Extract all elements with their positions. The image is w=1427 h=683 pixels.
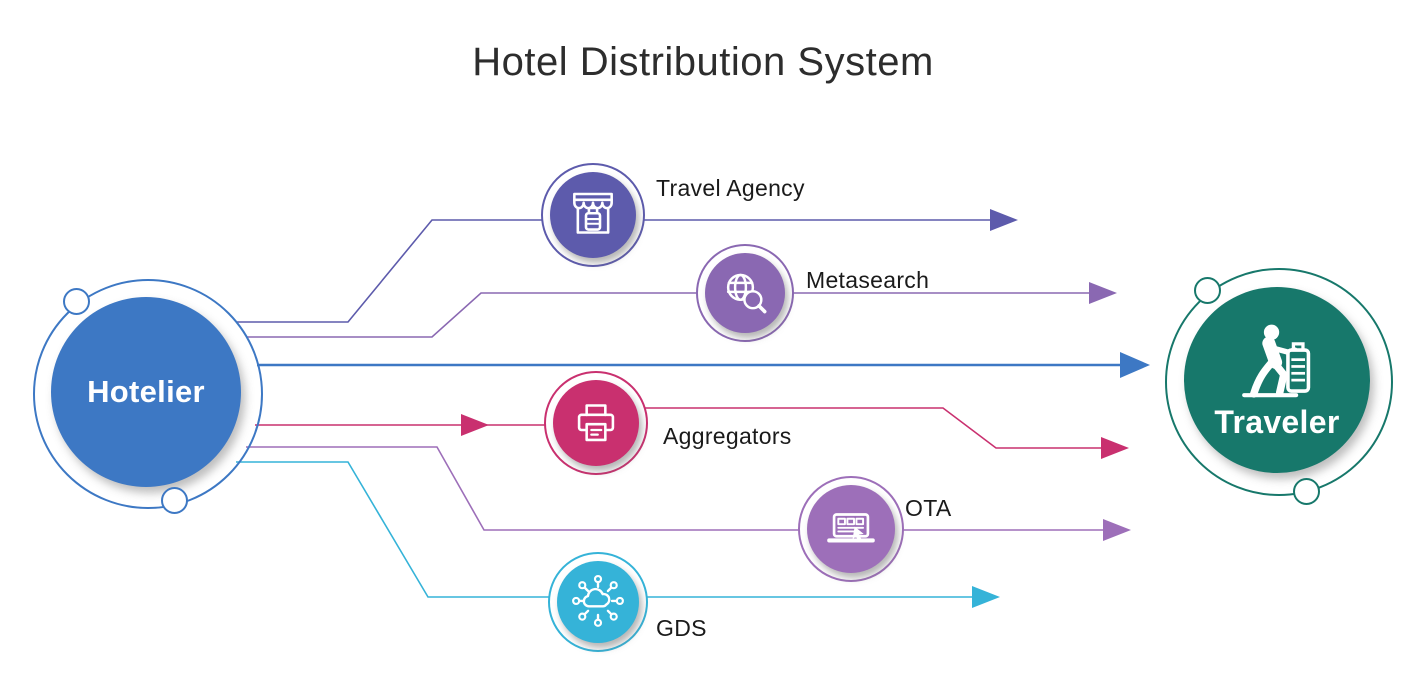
travel-agency-label: Travel Agency xyxy=(656,175,805,201)
traveler-outer-ring xyxy=(1165,268,1393,496)
storefront-icon xyxy=(573,192,613,234)
aggregators-mid-arrowhead-icon xyxy=(461,414,489,436)
ota-arrowhead-icon xyxy=(1103,519,1131,541)
travel-agency-line xyxy=(236,219,990,323)
travel-agency-arrowhead-icon xyxy=(990,209,1018,231)
aggregators-line-right xyxy=(643,407,1101,449)
metasearch-line xyxy=(246,292,1089,338)
travel-agency-node xyxy=(541,163,645,267)
page-title: Hotel Distribution System xyxy=(472,40,934,84)
hotelier-ring-dot-bottom xyxy=(161,487,188,514)
ota-node xyxy=(798,476,904,582)
aggregators-circle xyxy=(553,380,639,466)
hotelier-outer-ring xyxy=(33,279,263,509)
hotelier-ring-dot-top xyxy=(63,288,90,315)
globe-search-icon xyxy=(726,273,767,314)
aggregators-node xyxy=(544,371,648,475)
printer-icon xyxy=(577,404,615,442)
metasearch-circle xyxy=(705,253,785,333)
travel-agency-circle xyxy=(550,172,636,258)
hotelier-label: Hotelier xyxy=(87,374,205,409)
gds-circle xyxy=(557,561,639,643)
metasearch-label: Metasearch xyxy=(806,267,930,293)
gds-arrowhead-icon xyxy=(972,586,1000,608)
aggregators-arrowhead-icon xyxy=(1101,437,1129,459)
traveler-node: Traveler xyxy=(1184,287,1370,473)
metasearch-node xyxy=(696,244,794,342)
laptop-cursor-icon xyxy=(827,513,875,543)
direct-arrowhead-icon xyxy=(1120,352,1150,378)
hotelier-node: Hotelier xyxy=(51,297,241,487)
metasearch-arrowhead-icon xyxy=(1089,282,1117,304)
gds-line xyxy=(236,461,972,598)
ota-label: OTA xyxy=(905,495,952,521)
aggregators-label: Aggregators xyxy=(663,423,792,449)
cloud-network-icon xyxy=(572,574,624,627)
traveler-luggage-icon xyxy=(1242,324,1311,398)
ota-circle xyxy=(807,485,895,573)
ota-line xyxy=(246,446,1103,531)
traveler-ring-dot-bottom xyxy=(1293,478,1320,505)
gds-label: GDS xyxy=(656,615,707,641)
traveler-ring-dot-top xyxy=(1194,277,1221,304)
traveler-label: Traveler xyxy=(1214,403,1340,440)
gds-node xyxy=(548,552,648,652)
